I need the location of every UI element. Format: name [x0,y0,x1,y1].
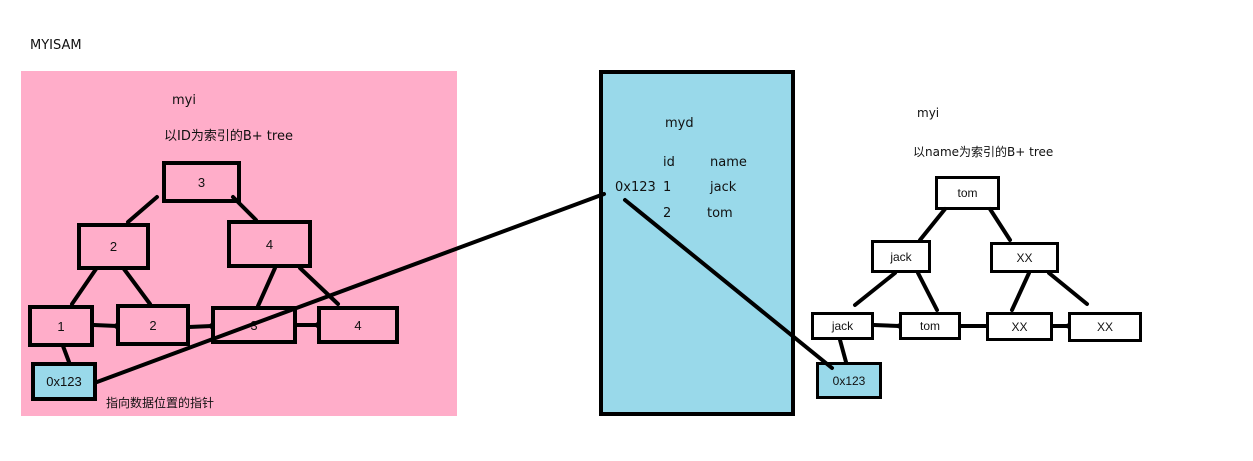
left-mid-right-node: 4 [227,220,312,268]
left-index-panel [21,71,457,416]
edge-4-to-leaf3 [256,266,277,308]
right-index-caption: 以name为索引的B+ tree [913,145,1054,159]
data-col-name: name [710,155,747,170]
left-root-node: 3 [162,161,241,203]
data-file-box [599,70,795,416]
edge-leaf1-to-pointer [61,344,71,364]
pointer-left-to-data [95,192,606,384]
data-row-2-id: 2 [663,206,672,221]
pointer-data-to-right [623,198,834,370]
left-index-caption: 以ID为索引的B+ tree [164,129,293,144]
leaf-link-1-2 [92,323,119,328]
left-pointer-note: 指向数据位置的指针 [106,396,215,410]
data-row-1-addr: 0x123 [615,180,656,195]
edge-tom-to-xx [988,207,1012,242]
right-root-node: tom [935,176,1000,210]
edge-right-leaf1-to-pointer [838,338,848,364]
edge-xx-to-leaf4 [1047,271,1089,306]
edge-4-to-leaf4 [298,266,340,306]
data-row-1-name: jack [710,180,737,195]
right-pointer-node: 0x123 [816,362,882,399]
left-pointer-node: 0x123 [31,362,97,401]
right-mid-right-node: XX [990,242,1059,273]
data-col-id: id [663,155,675,170]
edge-root-to-4 [231,195,258,222]
edge-jack-to-leaf2 [916,271,939,312]
edge-root-to-2 [126,195,159,224]
left-leaf-1: 1 [28,305,94,347]
edge-2-to-leaf1 [70,267,98,306]
data-row-1-id: 1 [663,180,672,195]
edge-xx-to-leaf3 [1010,271,1031,312]
right-index-file-label: myi [917,106,940,120]
edge-jack-to-leaf1 [853,271,897,307]
data-file-label: myd [665,116,694,131]
right-mid-left-node: jack [871,240,931,273]
data-row-2-name: tom [707,206,733,221]
page-title: MYISAM [30,38,82,53]
left-index-file-label: myi [172,93,196,108]
left-mid-left-node: 2 [77,223,150,270]
leaf-link-2-3 [187,324,214,329]
edge-2-to-leaf2 [122,267,152,306]
right-leaf-link-1-2 [872,323,901,328]
edge-tom-to-jack [918,207,947,242]
